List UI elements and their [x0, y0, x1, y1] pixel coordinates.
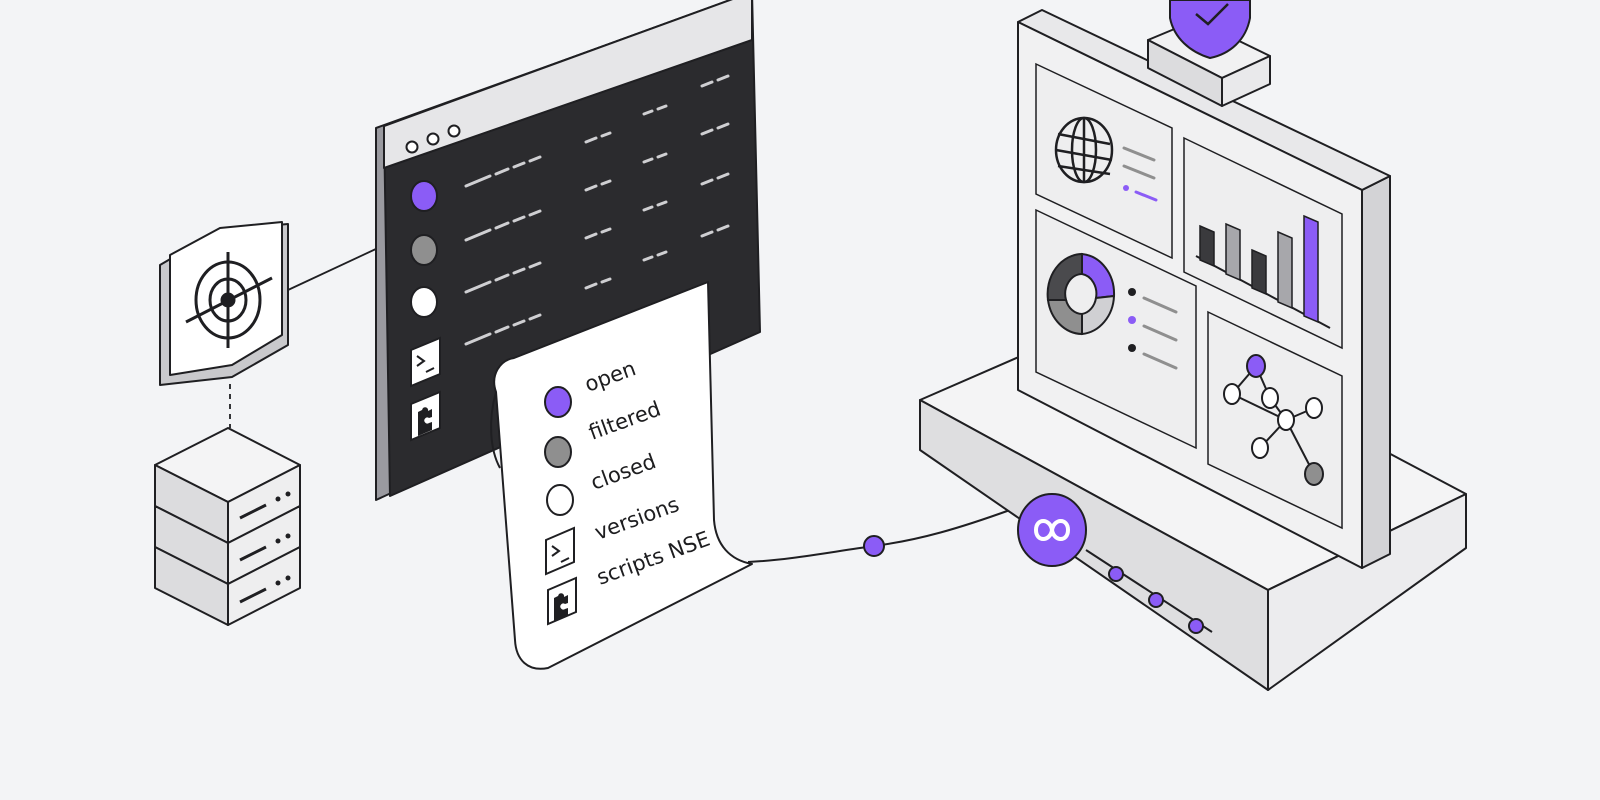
- open-swatch: [544, 386, 572, 418]
- puzzle-icon: [547, 576, 577, 626]
- crosshair-target-icon: [185, 252, 273, 348]
- shield-check-icon: [1169, 0, 1251, 60]
- bar-chart: [1195, 214, 1331, 329]
- terminal-prompt-icon: [545, 526, 575, 576]
- status-closed-dot: [410, 286, 438, 318]
- shield-mount: [1147, 0, 1271, 107]
- legend-sheet: open filtered closed versions scripts NS…: [490, 281, 753, 670]
- puzzle-icon: [410, 390, 441, 442]
- window-controls: [405, 124, 461, 154]
- globe-panel: [1035, 62, 1173, 260]
- status-open-dot: [410, 180, 438, 212]
- terminal-prompt-icon: [410, 336, 441, 388]
- bar-4: [1277, 230, 1293, 310]
- closed-swatch: [546, 484, 574, 516]
- terminal-status-dots: [410, 180, 438, 318]
- bar-chart-panel: [1183, 136, 1343, 350]
- filtered-swatch: [544, 436, 572, 468]
- network-graph-icon: [1223, 354, 1324, 486]
- globe-icon: [1054, 116, 1114, 184]
- globe-text-lines: [1122, 146, 1158, 202]
- target-tile: [159, 221, 289, 386]
- target-to-terminal-link: [287, 247, 379, 291]
- donut-chart: [1046, 252, 1116, 336]
- connector-node: [863, 535, 885, 557]
- server-stack-icon: [154, 427, 301, 626]
- terminal-output-lines: [464, 74, 730, 346]
- bar-3: [1251, 248, 1267, 296]
- bar-1: [1199, 224, 1215, 268]
- terminal-window: [375, 0, 761, 501]
- bar-5: [1303, 214, 1319, 324]
- bar-2: [1225, 222, 1241, 282]
- base-status-track: [1085, 549, 1213, 634]
- dashboard-monitor: [1017, 9, 1391, 569]
- donut-legend: [1128, 288, 1178, 370]
- status-filtered-dot: [410, 234, 438, 266]
- donut-panel: [1035, 208, 1197, 450]
- infinity-icon: [1017, 493, 1087, 567]
- network-panel: [1207, 310, 1343, 530]
